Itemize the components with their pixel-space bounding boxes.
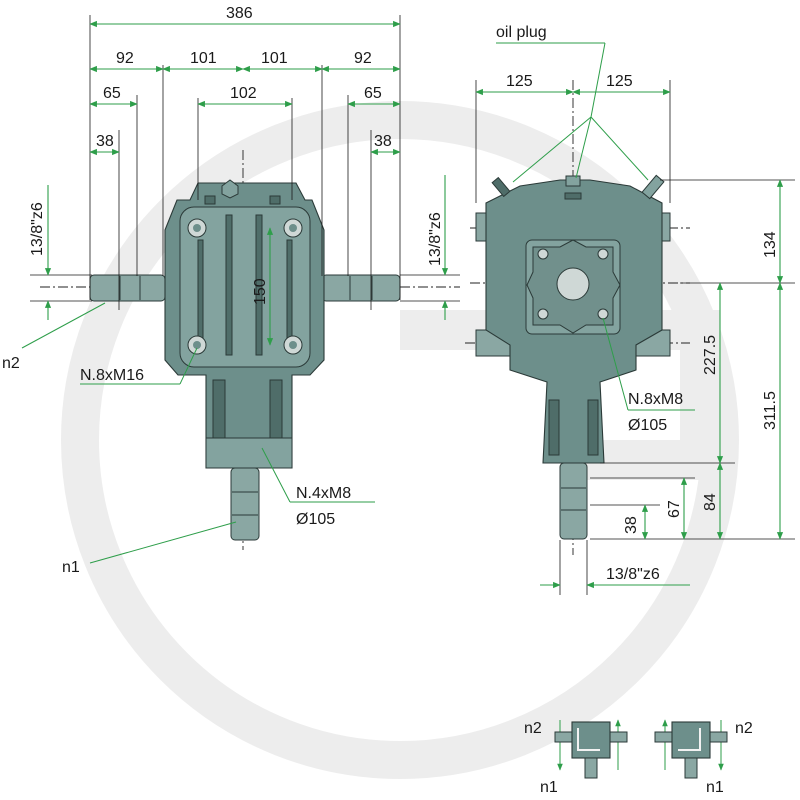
dim-311-5: 311.5	[762, 391, 779, 430]
spline-right-label: 13/8"z6	[427, 212, 444, 266]
legend-right-n2: n2	[735, 720, 753, 737]
dim-67: 67	[666, 500, 683, 518]
n1-label-front: n1	[62, 559, 80, 576]
dim-134: 134	[762, 231, 779, 258]
left-shaft	[89, 274, 166, 302]
flange-bolt-holes	[187, 218, 303, 355]
spline-left-label: 13/8"z6	[29, 202, 46, 256]
spline-bottom-label: 13/8"z6	[606, 566, 660, 583]
dim-125-left: 125	[506, 73, 533, 90]
dim-92-left: 92	[116, 50, 134, 67]
dim-125-right: 125	[606, 73, 633, 90]
side-dimensions: 125 125 oil plug 134 311.5 227.5 84 67 3…	[475, 24, 795, 595]
flange-side-dia-label: Ø105	[628, 417, 667, 434]
front-dimensions: 386 92 101 101 92 65 102 65 38 38 13/8"z…	[2, 5, 460, 576]
rotation-legend-right: n2 n1	[654, 719, 753, 796]
dim-65-right: 65	[364, 85, 382, 102]
right-shaft	[321, 274, 401, 302]
side-bottom-shaft	[559, 462, 588, 540]
dim-38-side: 38	[623, 516, 640, 534]
dim-65-left: 65	[103, 85, 121, 102]
dim-84: 84	[702, 493, 719, 511]
bottom-shaft	[230, 467, 260, 541]
dim-227-5: 227.5	[702, 335, 719, 375]
n2-label-front: n2	[2, 355, 20, 372]
flange-n1-label: N.4xM8	[296, 485, 351, 502]
flange-n2-label: N.8xM16	[80, 367, 144, 384]
dim-386: 386	[226, 5, 253, 22]
flange-side-label: N.8xM8	[628, 391, 683, 408]
front-view	[40, 150, 460, 550]
legend-left-n2: n2	[524, 720, 542, 737]
dim-150: 150	[252, 278, 269, 305]
legend-right-n1: n1	[706, 779, 724, 796]
legend-left-n1: n1	[540, 779, 558, 796]
dim-101-left: 101	[190, 50, 217, 67]
dim-38-right: 38	[374, 133, 392, 150]
dim-38-left: 38	[96, 133, 114, 150]
dim-92-right: 92	[354, 50, 372, 67]
rotation-legend-left: n2 n1	[524, 719, 628, 796]
flange-n1-dia-label: Ø105	[296, 511, 335, 528]
oil-plug-label: oil plug	[496, 24, 547, 41]
dim-102: 102	[230, 85, 257, 102]
dim-101-right: 101	[261, 50, 288, 67]
side-view	[465, 80, 690, 555]
